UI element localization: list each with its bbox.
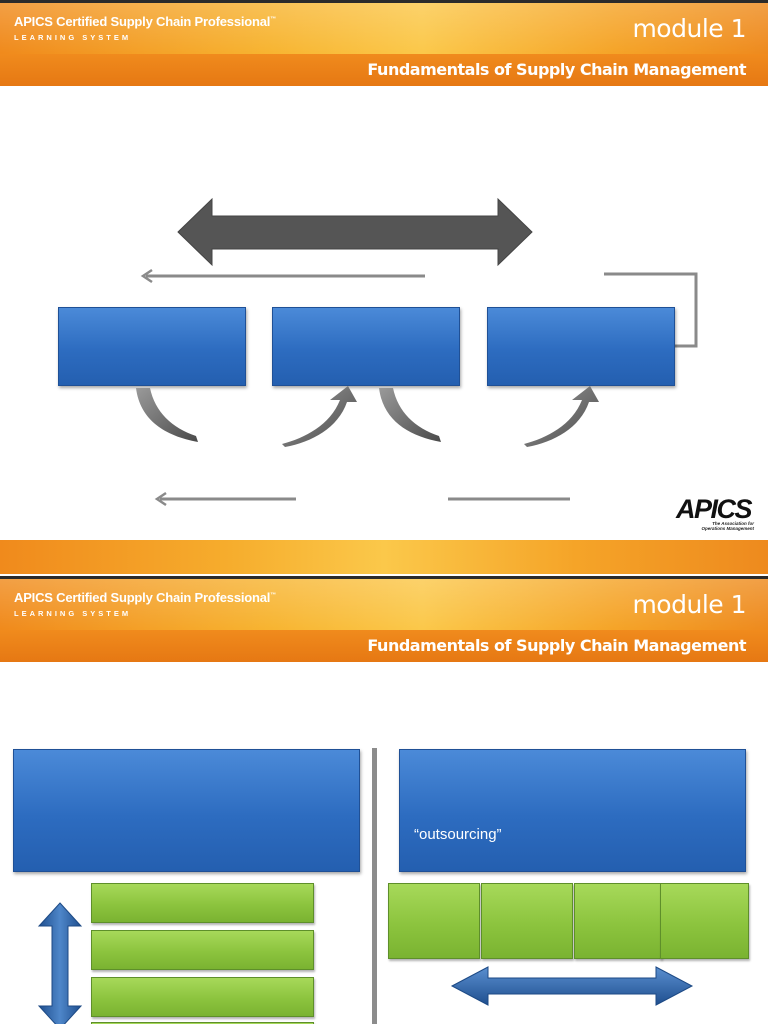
brand-title-2: APICS Certified Supply Chain Professiona… [14, 590, 276, 605]
course-title-2: Fundamentals of Supply Chain Management [367, 636, 746, 655]
brand-subtitle: LEARNING SYSTEM [14, 33, 132, 42]
row-box-2 [481, 883, 573, 959]
curve-arrow-4 [524, 386, 599, 447]
slide-footer [0, 540, 768, 574]
slide-header: APICS Certified Supply Chain Professiona… [0, 0, 768, 86]
curve-arrow-3 [379, 388, 441, 442]
stack-box-1 [91, 883, 314, 923]
left-top-box [13, 749, 360, 872]
process-box-1 [58, 307, 246, 386]
process-box-3 [487, 307, 675, 386]
row-box-1 [388, 883, 480, 959]
slide-2: APICS Certified Supply Chain Professiona… [0, 576, 768, 1024]
brand-subtitle-2: LEARNING SYSTEM [14, 609, 132, 618]
module-label: module 1 [632, 14, 746, 43]
row-box-4 [660, 883, 749, 959]
apics-logo: APICS The Association for Operations Man… [676, 494, 754, 536]
logo-tagline: The Association for Operations Managemen… [701, 521, 754, 531]
vertical-divider [372, 748, 377, 1024]
curve-arrow-2 [282, 386, 357, 447]
stack-box-2 [91, 930, 314, 970]
module-label-2: module 1 [632, 590, 746, 619]
stack-box-3 [91, 977, 314, 1017]
stack-box-4 [91, 1022, 314, 1024]
row-box-3 [574, 883, 662, 959]
right-top-box: “outsourcing” [399, 749, 746, 872]
slide-1: APICS Certified Supply Chain Professiona… [0, 0, 768, 574]
brand-title: APICS Certified Supply Chain Professiona… [14, 14, 276, 29]
process-box-2 [272, 307, 460, 386]
slide-header-2: APICS Certified Supply Chain Professiona… [0, 576, 768, 662]
double-arrow-icon [140, 197, 698, 507]
vertical-double-arrow-icon [37, 902, 83, 1024]
outsourcing-label: “outsourcing” [414, 826, 502, 843]
horizontal-double-arrow-icon [450, 966, 694, 1006]
curve-arrow-1 [136, 388, 198, 442]
course-title: Fundamentals of Supply Chain Management [367, 60, 746, 79]
curved-arrows [136, 386, 599, 447]
logo-wordmark: APICS [676, 494, 753, 524]
blue-arrows [37, 902, 694, 1024]
